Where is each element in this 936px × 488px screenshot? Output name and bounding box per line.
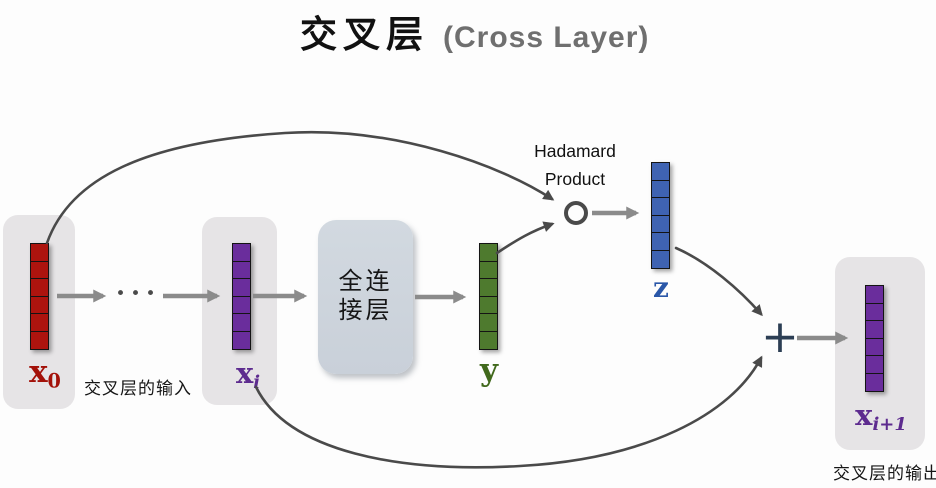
- vector-cell: [865, 372, 884, 392]
- label-xi: xi: [217, 356, 279, 393]
- vector-cell: [651, 232, 670, 251]
- vector-cell: [232, 243, 251, 262]
- output-caption: 交叉层的输出: [833, 464, 936, 483]
- curve-y-to-hadamard: [495, 221, 555, 255]
- vector-cell: [865, 355, 884, 374]
- vector-cell: [479, 330, 498, 350]
- vector-cell: [651, 197, 670, 216]
- label-x0: x0: [14, 354, 76, 392]
- fc-box-label-line2: 接层: [338, 298, 393, 324]
- vector-cell: [479, 278, 498, 297]
- label-z: z: [630, 271, 692, 304]
- vector-cell: [30, 295, 49, 315]
- vector-cell: [865, 320, 884, 339]
- hadamard-product-label: Hadamard Product: [505, 137, 645, 193]
- fully-connected-layer-box: 全连 接层: [318, 220, 413, 374]
- vector-cell: [651, 249, 670, 269]
- vector-cell: [865, 302, 884, 322]
- title-chinese: 交叉层: [300, 15, 429, 56]
- vector-cell: [232, 278, 251, 297]
- vector-x0: [30, 243, 49, 350]
- vector-xi: [232, 243, 251, 350]
- vector-cell: [30, 278, 49, 297]
- hadamard-label-line2: Product: [544, 169, 606, 189]
- label-xi-base: x: [235, 356, 254, 390]
- label-xi1-subscript: i+1: [872, 414, 907, 436]
- vector-cell: [30, 243, 49, 262]
- label-xi1: xi+1: [841, 398, 921, 435]
- vector-cell: [232, 295, 251, 315]
- label-y-base: y: [479, 352, 498, 388]
- hadamard-label-line1: Hadamard: [534, 141, 616, 161]
- vector-cell: [479, 243, 498, 262]
- label-z-base: z: [653, 271, 669, 304]
- vector-cell: [479, 295, 498, 315]
- plus-operator: +: [761, 309, 799, 363]
- page-title: 交叉层 (Cross Layer): [300, 4, 700, 58]
- vector-cell: [651, 179, 670, 199]
- vector-cell: [30, 260, 49, 280]
- vector-xi1: [865, 285, 884, 392]
- vector-y: [479, 243, 498, 350]
- label-x0-base: x: [29, 354, 48, 390]
- vector-cell: [30, 330, 49, 350]
- label-y: y: [458, 352, 520, 388]
- vector-cell: [865, 285, 884, 304]
- fc-box-label-line1: 全连: [338, 269, 393, 295]
- vector-cell: [651, 162, 670, 181]
- curve-x0-to-hadamard: [45, 130, 555, 245]
- vector-cell: [232, 260, 251, 280]
- input-caption: 交叉层的输入: [84, 379, 192, 398]
- ellipsis-dots: •••: [115, 284, 161, 304]
- title-english: (Cross Layer): [443, 21, 650, 54]
- label-xi1-base: x: [855, 398, 873, 432]
- hadamard-circle-icon: [564, 201, 588, 225]
- vector-cell: [232, 313, 251, 332]
- label-xi-subscript: i: [253, 372, 261, 394]
- vector-cell: [651, 214, 670, 234]
- vector-z: [651, 162, 670, 269]
- label-x0-subscript: 0: [47, 369, 61, 393]
- vector-cell: [30, 313, 49, 332]
- vector-cell: [479, 260, 498, 280]
- vector-cell: [865, 337, 884, 357]
- vector-cell: [232, 330, 251, 350]
- vector-cell: [479, 313, 498, 332]
